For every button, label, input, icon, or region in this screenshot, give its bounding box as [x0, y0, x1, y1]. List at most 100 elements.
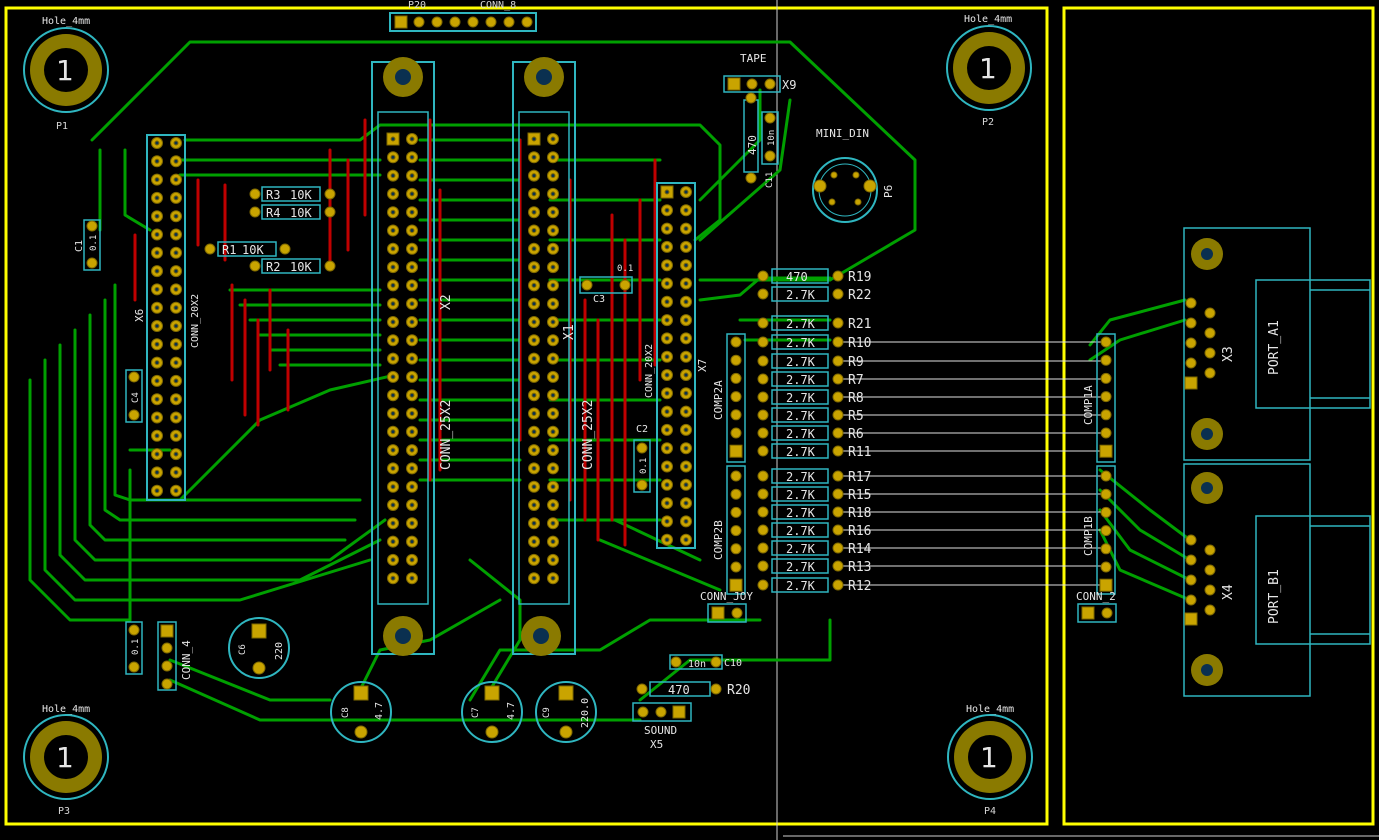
connector-p20[interactable]: P20 CONN_8 — [389, 0, 537, 32]
pin-pad — [729, 578, 743, 592]
capacitor-c3[interactable]: C3 0.1 — [579, 264, 633, 305]
pin-drill — [550, 282, 556, 288]
resistor-pad — [832, 409, 844, 421]
connector-x6[interactable]: X6 CONN_20X2 — [133, 134, 201, 501]
pin-drill — [173, 158, 179, 164]
pin-drill — [531, 319, 537, 325]
capacitor-c5[interactable]: 0.1 — [125, 621, 143, 675]
connector-comp1b[interactable]: COMP1B — [1082, 465, 1116, 595]
pin-drill — [550, 411, 556, 416]
pin-drill — [409, 502, 415, 508]
pin-drill — [154, 158, 160, 164]
capacitor-c11[interactable]: 10n C11 — [761, 111, 779, 188]
mounting-hole-p2[interactable]: Hole_4mm 1 P2 — [946, 14, 1032, 128]
hole-ref: P2 — [982, 117, 994, 128]
connector-comp2b[interactable]: COMP2B — [712, 465, 746, 595]
connector-x1[interactable]: X1 CONN_25X2 — [512, 57, 596, 656]
resistor-r20[interactable]: 470 R20 — [636, 681, 750, 698]
pin-pad — [730, 561, 742, 573]
capacitor-c8[interactable]: C8 4.7 — [330, 681, 392, 743]
resistor-r23[interactable]: 470 — [743, 92, 759, 184]
resistor-pad — [757, 373, 769, 385]
connector-x9[interactable]: TAPE X9 — [723, 52, 796, 93]
mounting-hole-p3[interactable]: Hole_4mm 1 P3 — [23, 704, 109, 817]
connector-comp1a[interactable]: COMP1A — [1082, 333, 1116, 463]
capacitor-value: 10n — [688, 659, 706, 670]
pin-drill — [409, 282, 415, 288]
pin-drill — [550, 154, 556, 160]
capacitor-value: 220 — [274, 642, 285, 660]
resistor-pad — [832, 373, 844, 385]
pin-drill — [683, 189, 689, 195]
connector-x8[interactable]: CONN_4 — [157, 621, 193, 691]
pin-drill — [390, 319, 396, 325]
resistor-r4[interactable]: R4 10K — [249, 204, 336, 220]
pin-drill — [154, 360, 160, 366]
capacitor-c2[interactable]: C2 0.1 — [633, 424, 651, 493]
pin-drill — [409, 337, 415, 343]
capacitor-c1[interactable]: C1 0.1 — [74, 219, 101, 271]
resistor-r1[interactable]: R1 10K — [204, 241, 291, 257]
pin-drill — [683, 335, 689, 341]
pin-pad — [730, 391, 742, 403]
resistor-r3[interactable]: R3 10K — [249, 186, 336, 202]
connector-comp2a[interactable]: COMP2A — [712, 333, 746, 463]
pin-drill — [531, 447, 537, 453]
capacitor-c6[interactable]: C6 220 — [228, 617, 290, 679]
capacitor-c9[interactable]: C9 220.0 — [535, 681, 597, 743]
pin-pad — [1100, 336, 1112, 348]
resistor-ref: R16 — [848, 524, 871, 539]
pin-drill — [683, 390, 689, 396]
resistor-body — [771, 353, 829, 369]
pin-drill — [664, 299, 670, 305]
pin-drill — [531, 246, 537, 252]
resistor-pad — [757, 579, 769, 591]
connector-x5[interactable]: SOUND X5 — [632, 702, 692, 751]
pin-drill — [664, 445, 670, 451]
connector-x2[interactable]: X2 CONN_25X2 — [371, 57, 454, 656]
resistor-pad — [757, 470, 769, 482]
mounting-hole-p4[interactable]: Hole_4mm 1 P4 — [947, 704, 1033, 817]
pin-drill — [390, 392, 396, 398]
capacitor-c4[interactable]: C4 — [125, 369, 143, 423]
capacitor-c10[interactable]: 10n C10 — [669, 654, 742, 670]
resistor-ref: R8 — [848, 391, 864, 406]
capacitor-value: 0.1 — [89, 235, 99, 251]
connector-x7[interactable]: X7 CONN_20X2 — [644, 182, 709, 549]
connector-x3[interactable]: PORT_A1 X3 — [1183, 227, 1371, 461]
mounting-hole-p1[interactable]: Hole_4mm 1 P1 — [23, 16, 109, 132]
pin-drill — [664, 262, 670, 268]
capacitor-ref: C11 — [765, 172, 775, 188]
resistor-body — [771, 540, 829, 556]
pin-pad — [730, 488, 742, 500]
resistor-value: 2.7K — [786, 579, 816, 593]
connector-p6[interactable]: MINI_DIN P6 — [812, 127, 895, 223]
connector-p5[interactable]: CONN_2 — [1076, 590, 1117, 623]
pin-drill — [683, 244, 689, 250]
pin-drill — [550, 502, 556, 508]
resistor-r2[interactable]: R2 10K — [249, 258, 336, 274]
resistor-ref: R15 — [848, 488, 871, 503]
connector-x4[interactable]: PORT_B1 X4 — [1183, 463, 1371, 697]
connector-p7[interactable]: CONN_JOY — [700, 590, 753, 623]
pin-drill — [409, 374, 415, 380]
capacitor-c7[interactable]: C7 4.7 — [461, 681, 523, 743]
